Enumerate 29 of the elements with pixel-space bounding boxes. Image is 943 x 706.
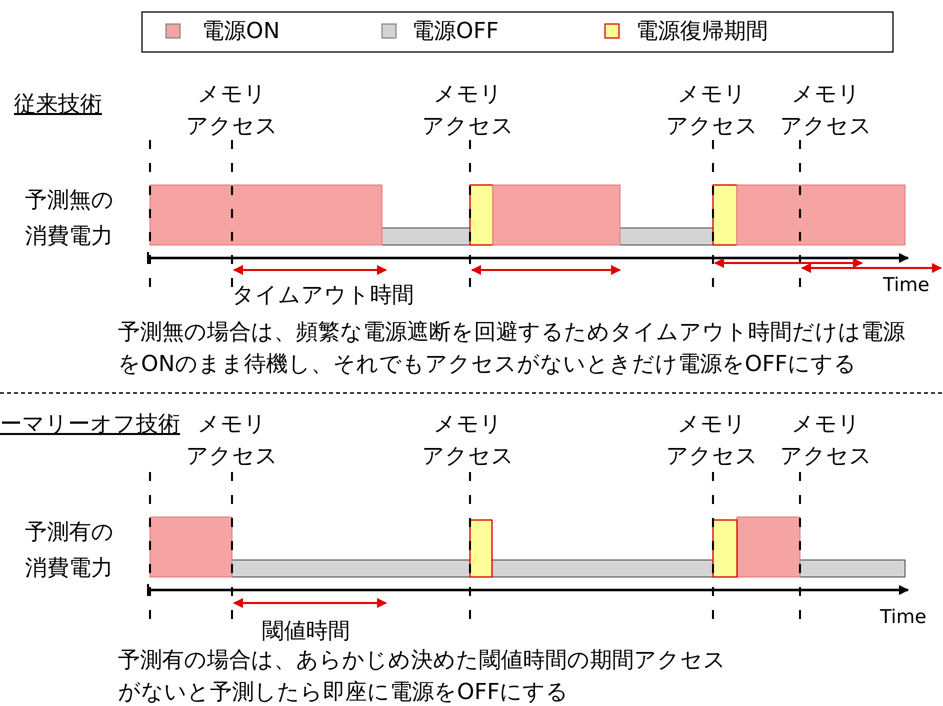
access-label: アクセス [422, 113, 514, 141]
access-label: メモリ [198, 81, 266, 109]
legend-label: 電源復帰期間 [636, 18, 768, 46]
arrow-label: 閾値時間 [262, 618, 350, 646]
row-label: 予測無の消費電力 [25, 187, 115, 251]
access-label: メモリ [198, 411, 266, 439]
access-label: メモリ [792, 81, 860, 109]
legend-label: 電源ON [202, 18, 280, 46]
note-text: 予測有の場合は、あらかじめ決めた閾値時間の期間アクセスがないと予測したら即座に電源をOFFにする [118, 647, 727, 706]
access-label: アクセス [666, 113, 758, 141]
arrow-label: タイムアウト時間 [232, 282, 414, 310]
access-label: アクセス [186, 113, 278, 141]
access-label: メモリ [434, 411, 502, 439]
access-label: アクセス [422, 443, 514, 471]
access-label: メモリ [678, 81, 746, 109]
access-label: アクセス [666, 443, 758, 471]
note-text: 予測無の場合は、頻繁な電源遮断を回避するためタイムアウト時間だけは電源をONのまま待機し、それでもアクセスがないときだけ電源をOFFにする [118, 319, 906, 379]
axis-label: Time [883, 273, 930, 298]
section-heading: ーマリーオフ技術 [0, 411, 180, 439]
access-label: アクセス [186, 443, 278, 471]
access-label: メモリ [434, 81, 502, 109]
access-label: アクセス [780, 113, 872, 141]
access-label: メモリ [678, 411, 746, 439]
legend-label: 電源OFF [412, 18, 499, 46]
row-label: 予測有の消費電力 [25, 519, 115, 583]
access-label: アクセス [780, 443, 872, 471]
section-heading: 従来技術 [14, 91, 102, 119]
access-label: メモリ [792, 411, 860, 439]
axis-label: Time [880, 605, 926, 630]
